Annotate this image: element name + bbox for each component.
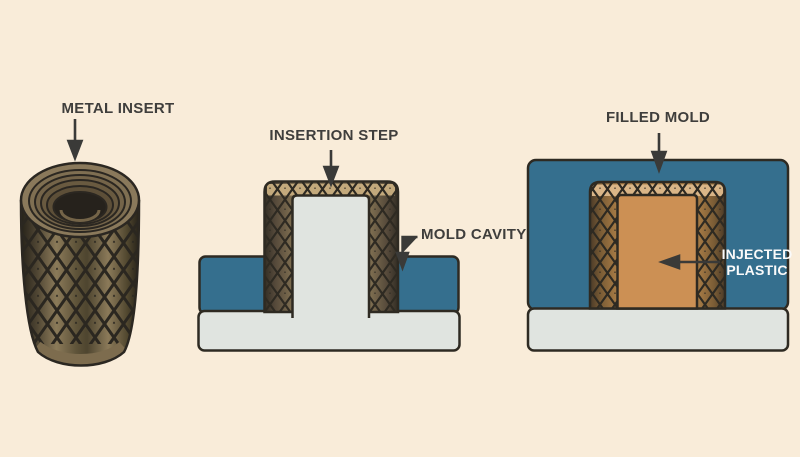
mold-cavity-label: MOLD CAVITY <box>421 226 527 243</box>
metal-insert-label: METAL INSERT <box>61 100 175 117</box>
mold-cavity-leader-arrow-icon <box>395 235 418 272</box>
metal-insert-arrow-icon <box>66 119 84 162</box>
insertion-step-label: INSERTION STEP <box>269 127 399 144</box>
insertion-step-arrow-icon <box>322 150 340 188</box>
injected-plastic-fill <box>616 193 699 310</box>
core-pin <box>291 194 371 318</box>
insertion-step-diagram <box>197 150 461 352</box>
insert-bore-hole <box>52 191 108 223</box>
filled-mold-base <box>526 307 790 352</box>
injected-plastic-label: INJECTED PLASTIC <box>721 246 793 278</box>
injected-plastic-arrow-icon <box>658 254 720 270</box>
filled-mold-diagram <box>526 133 790 352</box>
insert-body-outline <box>19 199 141 367</box>
metal-insert-illustration <box>19 119 141 367</box>
insert-outline <box>263 180 400 314</box>
filled-mold-label: FILLED MOLD <box>605 109 711 126</box>
insert-outline <box>588 180 727 310</box>
insert-bore-highlight <box>59 209 101 222</box>
filled-mold-arrow-icon <box>650 133 668 174</box>
insert-bottom-rim <box>33 341 127 365</box>
